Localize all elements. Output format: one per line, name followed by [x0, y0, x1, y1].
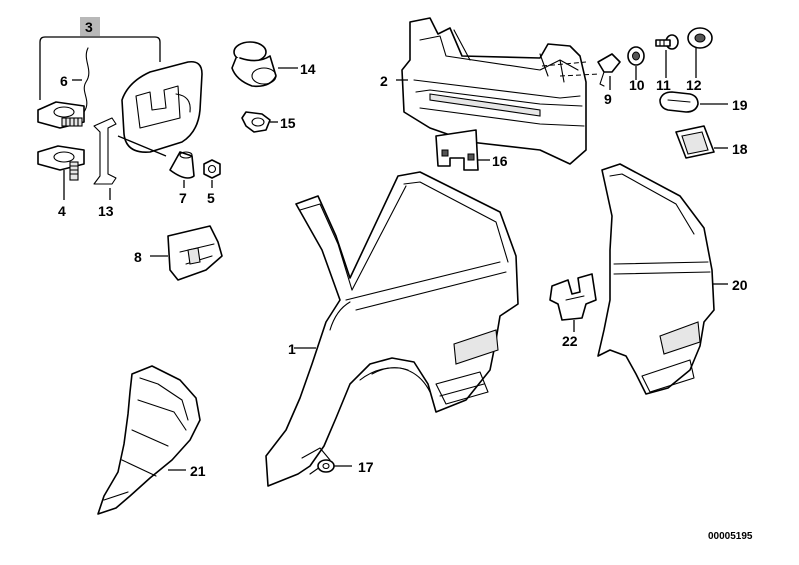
callout-label: 17	[358, 459, 374, 475]
part-3-bracket-group	[39, 17, 161, 100]
callout-label: 8	[134, 249, 142, 265]
callout-label: 3	[85, 19, 93, 35]
part-13-gasket	[93, 117, 117, 200]
part-14-filler-neck-boot	[231, 41, 298, 88]
callout-label: 4	[58, 203, 66, 219]
part-5-nut	[203, 159, 221, 188]
part-9-plug	[597, 53, 621, 90]
callout-label: 16	[492, 153, 508, 169]
part-12-grommet-ring	[687, 27, 713, 78]
callout-label: 20	[732, 277, 748, 293]
callout-label: 19	[732, 97, 748, 113]
part-10-washer	[627, 46, 645, 80]
part-19-oval-grommet	[659, 91, 728, 113]
callout-label: 6	[60, 73, 68, 89]
callout-labels: 1 2 3 4 5 6 7 8 9 10 11 12 13 14 15 16 1…	[58, 19, 748, 479]
callout-label: 1	[288, 341, 296, 357]
callout-label: 7	[179, 190, 187, 206]
part-21-wheel-arch	[97, 365, 201, 515]
callout-label: 2	[380, 73, 388, 89]
callout-label: 5	[207, 190, 215, 206]
part-4-hinge	[37, 101, 85, 200]
callout-label: 15	[280, 115, 296, 131]
part-17-plug	[317, 459, 352, 473]
part-1-side-panel	[265, 171, 519, 487]
callout-label: 12	[686, 77, 702, 93]
callout-label: 21	[190, 463, 206, 479]
callout-label: 10	[629, 77, 645, 93]
part-16-bracket	[435, 129, 490, 171]
fuel-filler-flap	[117, 60, 203, 157]
part-20-side-panel	[597, 163, 728, 395]
part-18-vent	[675, 125, 728, 159]
callout-label: 14	[300, 61, 316, 77]
part-2-rear-panel	[396, 17, 601, 165]
callout-label: 13	[98, 203, 114, 219]
part-11-screw	[655, 34, 679, 78]
callout-label: 18	[732, 141, 748, 157]
part-22-bracket	[549, 273, 597, 332]
callout-label: 22	[562, 333, 578, 349]
reference-number: 00005195	[708, 531, 753, 542]
callout-label: 9	[604, 91, 612, 107]
callout-label: 11	[656, 77, 671, 93]
part-15-clip	[241, 111, 278, 133]
callout-3-highlight	[80, 17, 100, 36]
part-8-bracket	[150, 225, 223, 281]
part-7-grommet	[169, 151, 195, 188]
part-6-wire	[72, 47, 90, 119]
